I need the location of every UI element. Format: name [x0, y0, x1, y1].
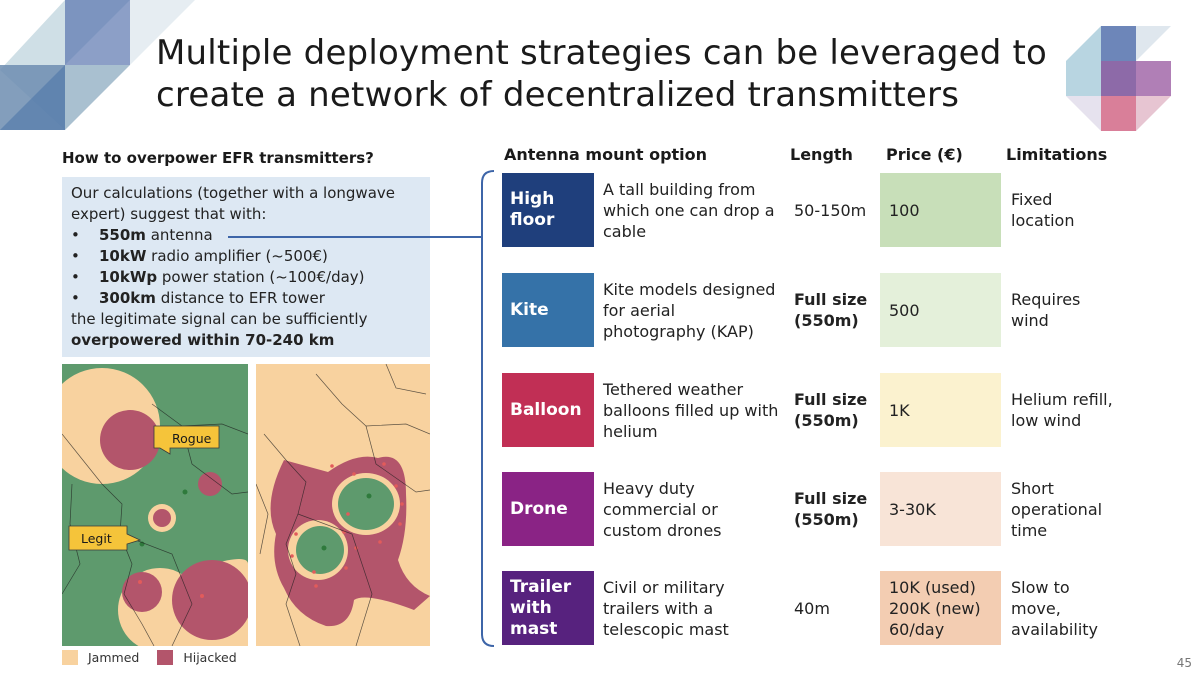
option-price: 10K (used) 200K (new) 60/day	[880, 571, 1001, 645]
header-price: Price (€)	[886, 145, 963, 164]
option-high-floor: High floor	[502, 173, 594, 247]
map-distributed-transmitters	[256, 364, 430, 646]
calc-bullet: •300km distance to EFR tower	[71, 289, 325, 307]
option-price: 3-30K	[880, 472, 1001, 546]
legend-item-hijacked: Hijacked	[157, 650, 237, 665]
header-option: Antenna mount option	[504, 145, 708, 164]
calc-outro: the legitimate signal can be sufficientl…	[71, 310, 368, 328]
option-length: 40m	[794, 598, 830, 618]
option-drone: Drone	[502, 472, 594, 546]
legend-swatch	[62, 650, 78, 665]
header-limitations: Limitations	[1006, 145, 1108, 164]
option-limitations: Fixed location	[1011, 190, 1075, 230]
calc-bullet: •10kW radio amplifier (~500€)	[71, 247, 328, 265]
option-limitations: Requires wind	[1011, 290, 1081, 330]
option-length: Full size (550m)	[794, 290, 868, 330]
page-number: 45	[1176, 656, 1192, 670]
left-heading: How to overpower EFR transmitters?	[62, 149, 374, 167]
option-price: 1K	[880, 373, 1001, 447]
corner-decoration-right	[1066, 26, 1171, 131]
option-price: 500	[880, 273, 1001, 347]
header-length: Length	[790, 145, 853, 164]
map-legend: Jammed Hijacked	[62, 650, 255, 665]
legit-label: Legit	[81, 531, 112, 546]
option-length: 50-150m	[794, 200, 867, 220]
option-price: 100	[880, 173, 1001, 247]
option-limitations: Slow to move, availability	[1011, 577, 1099, 639]
option-balloon: Balloon	[502, 373, 594, 447]
calc-intro: Our calculations (together with a longwa…	[71, 184, 395, 223]
option-description: Tethered weather balloons filled up with…	[603, 379, 779, 441]
option-kite: Kite	[502, 273, 594, 347]
calc-bullet: •10kWp power station (~100€/day)	[71, 268, 365, 286]
calc-conclusion: overpowered within 70-240 km	[71, 331, 335, 349]
corner-decoration-left	[0, 0, 195, 130]
option-length: Full size (550m)	[794, 489, 868, 529]
option-description: Kite models designed for aerial photogra…	[603, 279, 776, 341]
option-description: Civil or military trailers with a telesc…	[603, 577, 729, 639]
option-limitations: Short operational time	[1011, 478, 1103, 540]
option-description: Heavy duty commercial or custom drones	[603, 478, 722, 540]
calc-bullet: •550m antenna	[71, 226, 213, 244]
map-single-transmitter: Rogue Legit	[62, 364, 248, 646]
slide-title: Multiple deployment strategies can be le…	[156, 33, 1048, 115]
rogue-label: Rogue	[172, 431, 212, 446]
option-description: A tall building from which one can drop …	[603, 179, 775, 241]
legend-item-jammed: Jammed	[62, 650, 139, 665]
option-limitations: Helium refill, low wind	[1011, 390, 1113, 430]
option-length: Full size (550m)	[794, 390, 868, 430]
connector-bracket	[228, 170, 495, 647]
calculation-box: Our calculations (together with a longwa…	[62, 177, 430, 357]
option-trailer-with-mast: Trailer with mast	[502, 571, 594, 645]
legend-swatch	[157, 650, 174, 665]
